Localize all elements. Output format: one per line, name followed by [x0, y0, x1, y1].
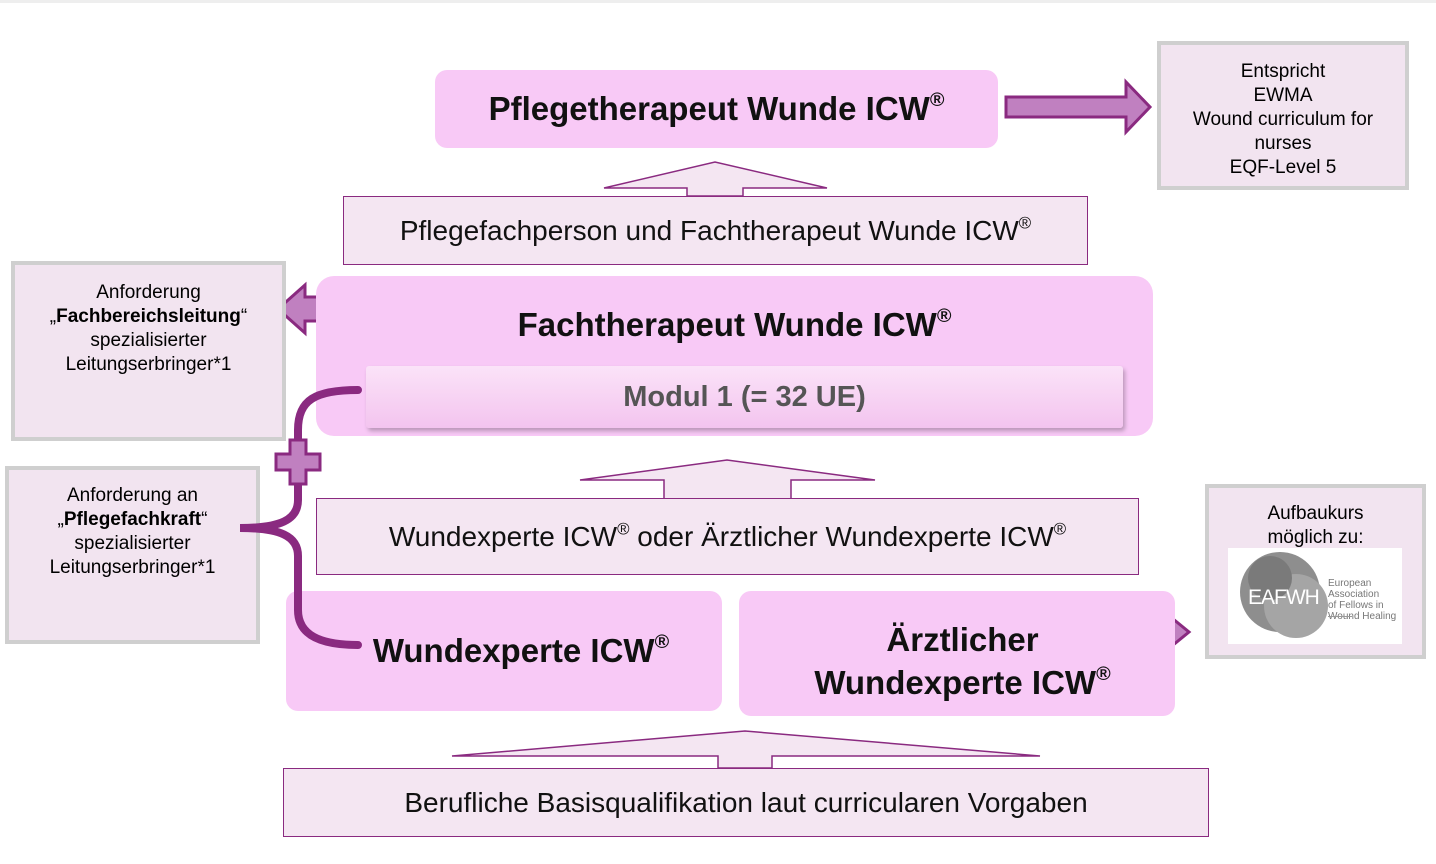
pflegetherapeut-title: Pflegetherapeut Wunde ICW®: [488, 89, 945, 127]
eafwh-logo-text: EAFWH: [1248, 586, 1320, 609]
eafwh-logo: EAFWH European Association of Fellows in…: [1228, 548, 1402, 644]
level-wundexperte-requirement: Wundexperte ICW® oder Ärztlicher Wundexp…: [316, 498, 1139, 575]
aerztlicher-title: Ärztlicher Wundexperte ICW®: [814, 621, 1111, 701]
level-aerztlicher-wundexperte: Ärztlicher Wundexperte ICW®: [739, 591, 1175, 716]
up-arrow-bottom: [451, 730, 1041, 769]
ewma-line-4: nurses: [1254, 133, 1312, 154]
level-basisqualifikation: Berufliche Basisqualifikation laut curri…: [283, 768, 1209, 837]
note-fachbereichsleitung: Anforderung „Fachbereichsleitung“ spezia…: [11, 261, 286, 441]
fachbereich-line-4: Leitungserbringer*1: [65, 354, 232, 375]
pflegefachkraft-line-4: Leitungserbringer*1: [49, 557, 216, 578]
up-arrow-top: [603, 161, 828, 197]
fachbereich-line-1: Anforderung: [96, 282, 201, 303]
eafwh-caption: European Association of Fellows in Wound…: [1328, 578, 1397, 622]
pflegefachkraft-line-2: „Pflegefachkraft“: [57, 509, 208, 530]
eafwh-logo-mark: [1240, 552, 1328, 638]
ewma-line-5: EQF-Level 5: [1229, 157, 1337, 178]
modul-label: Modul 1 (= 32 UE): [623, 380, 866, 413]
note-pflegefachkraft: Anforderung an „Pflegefachkraft“ spezial…: [5, 466, 260, 644]
pflegefachperson-text: Pflegefachperson und Fachtherapeut Wunde…: [399, 212, 1032, 246]
wundexperte-requirement-text: Wundexperte ICW® oder Ärztlicher Wundexp…: [388, 518, 1067, 552]
aufbaukurs-line-2: möglich zu:: [1267, 527, 1364, 548]
level-pflegefachperson: Pflegefachperson und Fachtherapeut Wunde…: [343, 196, 1088, 265]
fachbereich-line-2: „Fachbereichsleitung“: [49, 306, 248, 327]
level-pflegetherapeut: Pflegetherapeut Wunde ICW®: [435, 70, 998, 148]
wundexperte-title: Wundexperte ICW®: [372, 631, 670, 669]
fachbereich-line-3: spezialisierter: [90, 330, 207, 351]
top-rule: [0, 0, 1436, 3]
up-arrow-middle: [579, 459, 876, 500]
level-wundexperte: Wundexperte ICW®: [286, 591, 722, 711]
pflegefachkraft-line-1: Anforderung an: [67, 485, 198, 506]
ewma-line-2: EWMA: [1253, 85, 1313, 106]
ewma-line-3: Wound curriculum for: [1192, 109, 1374, 130]
eafwh-caption-rule: [1328, 616, 1352, 617]
note-ewma: Entspricht EWMA Wound curriculum for nur…: [1157, 41, 1409, 190]
arrow-to-ewma: [1004, 78, 1153, 136]
basis-text: Berufliche Basisqualifikation laut curri…: [404, 786, 1088, 818]
fachtherapeut-title: Fachtherapeut Wunde ICW®: [517, 305, 952, 343]
aufbaukurs-line-1: Aufbaukurs: [1267, 503, 1364, 524]
modul-bar: Modul 1 (= 32 UE): [366, 366, 1123, 428]
ewma-line-1: Entspricht: [1240, 61, 1326, 82]
pflegefachkraft-line-3: spezialisierter: [74, 533, 191, 554]
